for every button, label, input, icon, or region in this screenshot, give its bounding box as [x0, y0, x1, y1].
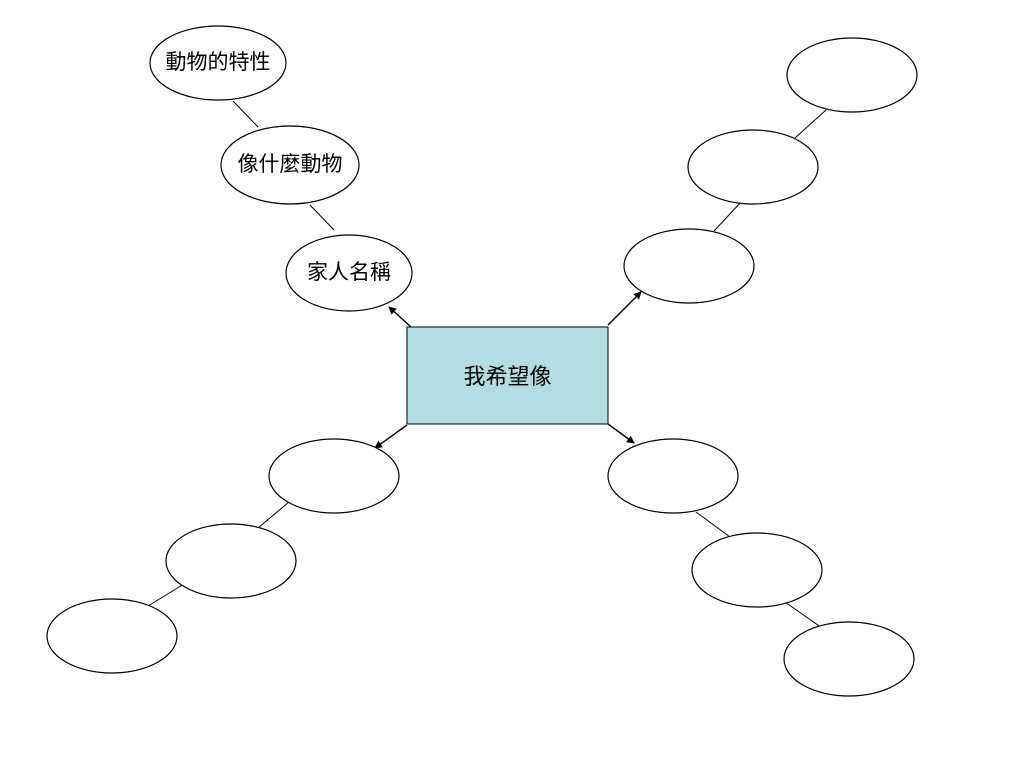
link-lr-2-3: [784, 601, 823, 629]
node-upper-left-2: [220, 125, 360, 205]
branch-upper-left: 家人名稱 像什麼動物 動物的特性: [149, 25, 413, 312]
node-upper-left-1-label: 家人名稱: [307, 260, 391, 284]
node-upper-left-3-label: 動物的特性: [166, 50, 271, 74]
node-upper-right-2: [687, 129, 819, 205]
node-lower-left-3: [46, 598, 178, 674]
branch-upper-right: [623, 37, 918, 304]
center-box: [406, 326, 609, 425]
link-ul-1-2: [309, 204, 335, 231]
link-lr-1-2: [695, 511, 731, 538]
node-lower-right-3: [783, 621, 915, 697]
node-upper-left-2-label: 像什麼動物: [238, 152, 343, 176]
node-upper-left-1: [285, 234, 413, 312]
node-lower-left-1: [268, 438, 400, 514]
arrow-lower-right: [607, 423, 635, 444]
arrows: [374, 291, 642, 449]
link-ll-1-2: [257, 501, 290, 529]
link-ur-2-3: [794, 109, 827, 139]
arrow-upper-right: [607, 291, 642, 326]
node-lower-right-2: [691, 532, 823, 608]
node-upper-right-3: [786, 37, 918, 113]
center-label: 我希望像: [463, 365, 551, 390]
link-ur-1-2: [713, 200, 743, 232]
node-upper-right-1: [623, 228, 755, 304]
arrow-lower-left: [374, 424, 408, 449]
center-node: 我希望像: [406, 326, 609, 425]
link-ul-2-3: [232, 100, 259, 128]
link-ll-2-3: [147, 583, 185, 607]
arrow-upper-left: [388, 306, 412, 328]
branch-lower-left: [46, 438, 400, 674]
node-lower-left-2: [165, 523, 297, 599]
node-lower-right-1: [607, 438, 739, 514]
connector-lines: [147, 100, 827, 629]
node-upper-left-3: [149, 25, 287, 101]
branch-lower-right: [607, 438, 915, 697]
